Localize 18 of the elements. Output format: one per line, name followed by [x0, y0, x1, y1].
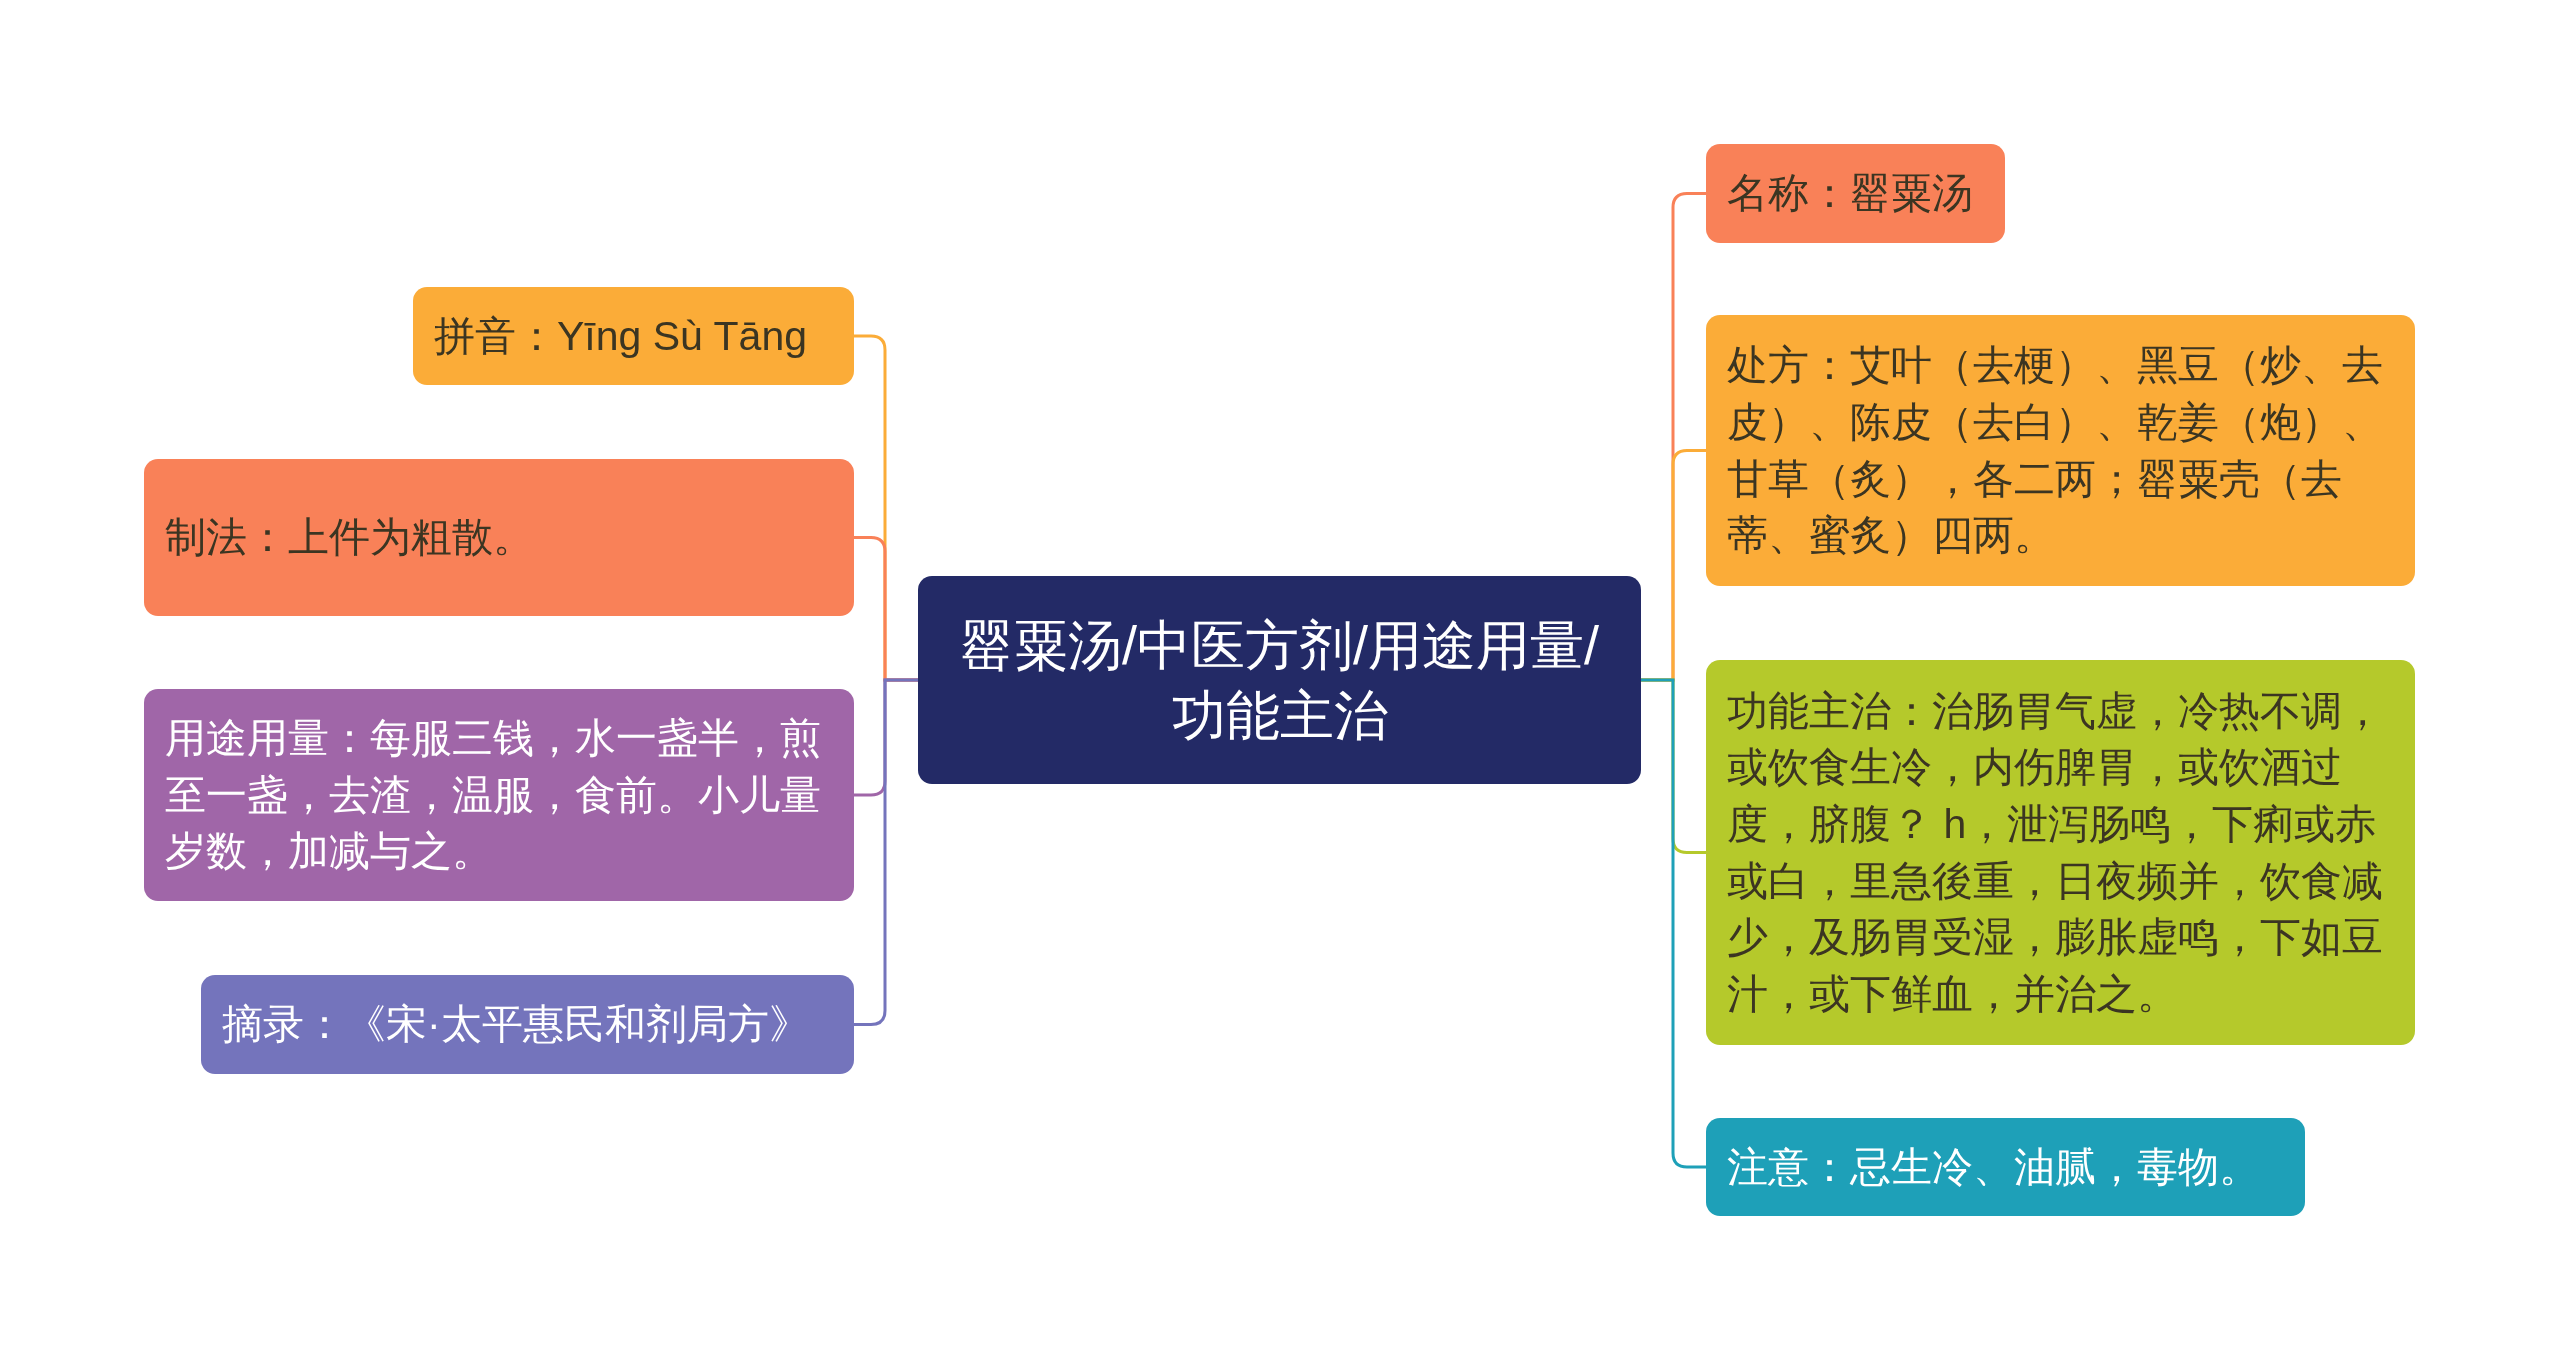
central-topic-box: [918, 576, 1641, 784]
topic-text: 罂粟汤/中医方剂/用途用量/功能主治: [959, 613, 1600, 747]
topic-box: [144, 689, 854, 901]
topic-box: [144, 459, 854, 616]
topic-text: 注意：忌生冷、油腻，毒物。: [1727, 1142, 2261, 1192]
topic-text: 摘录：《宋·太平惠民和剂局方》: [222, 1000, 811, 1050]
topic-box: [1706, 1118, 2305, 1216]
topic-box: [201, 975, 854, 1074]
topic-box: [413, 287, 854, 385]
topic-box: [1706, 660, 2415, 1045]
topic-text: 处方：艾叶（去梗）、黑豆（炒、去皮）、陈皮（去白）、乾姜（炮）、甘草（炙），各二两；罂粟壳（去蒂、蜜炙）四两。: [1727, 341, 2384, 561]
topic-text: 名称：罂粟汤: [1727, 169, 1974, 219]
topic-box: [1706, 315, 2415, 586]
topic-text: 制法：上件为粗散。: [165, 513, 535, 563]
topic-text: 用途用量：每服三钱，水一盏半，煎至一盏，去渣，温服，食前。小儿量岁数，加减与之。: [165, 714, 822, 877]
topic-box: [1706, 144, 2005, 243]
topic-text: 拼音：Yīng Sù Tāng: [434, 311, 808, 361]
topic-text: 功能主治：治肠胃气虚，冷热不调，或饮食生冷，内伤脾胃，或饮酒过度，脐腹？ h，泄泻肠鸣，下痢或赤或白，里急後重，日夜频并，饮食减少，及肠胃受湿，膨胀虚鸣，下如豆汁，或下鲜血，并治之。: [1727, 686, 2384, 1019]
